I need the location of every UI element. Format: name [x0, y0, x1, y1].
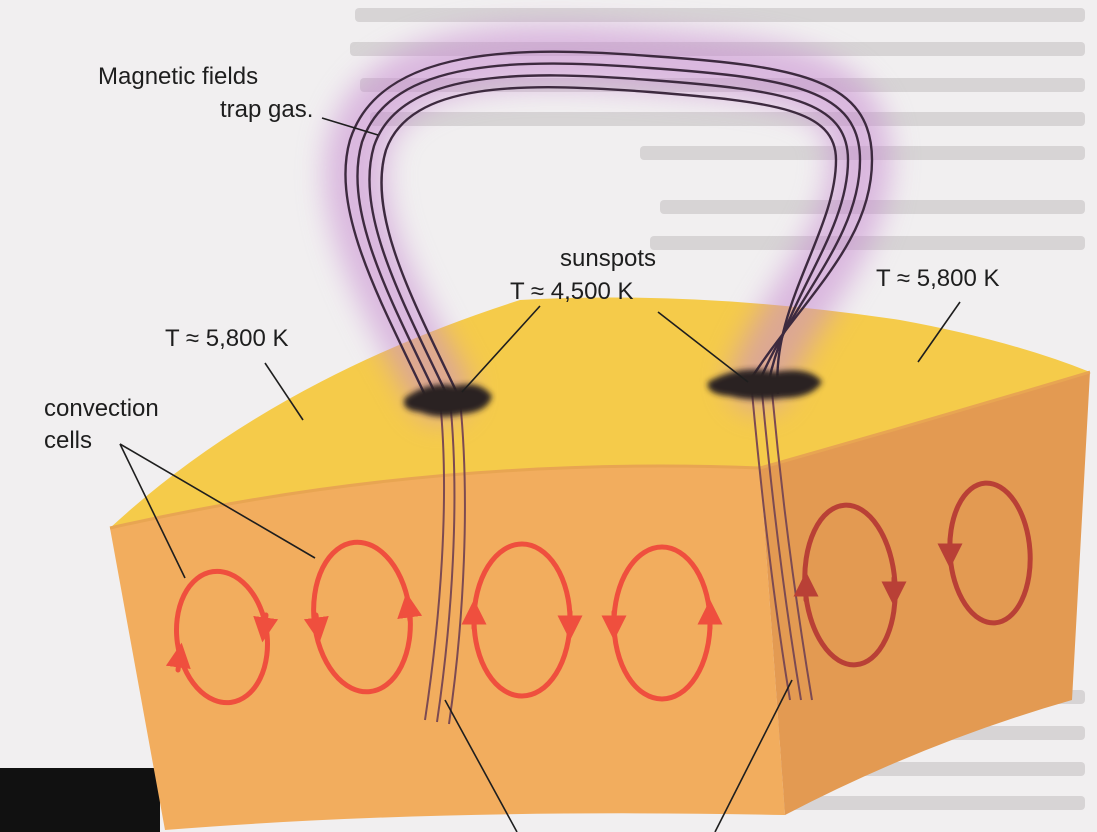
convection-label: convection — [44, 395, 159, 422]
left-temperature-label: T ≈ 5,800 K — [165, 325, 288, 352]
magnetic-fields-label: Magnetic fields — [98, 63, 258, 90]
interior-front-face — [110, 466, 785, 830]
sunspots-label: sunspots — [560, 245, 656, 272]
trap-gas-label: trap gas. — [220, 96, 313, 123]
cells-label: cells — [44, 427, 92, 454]
sunspot-temperature-label: T ≈ 4,500 K — [510, 278, 633, 305]
right-temperature-label: T ≈ 5,800 K — [876, 265, 999, 292]
corner-block — [0, 768, 160, 832]
